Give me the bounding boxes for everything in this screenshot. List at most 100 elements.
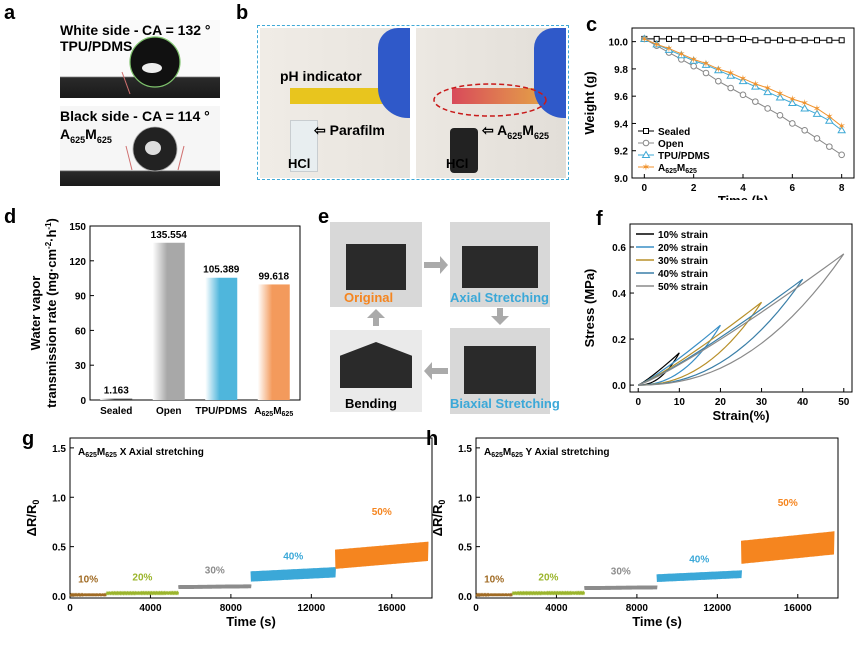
droplet-top xyxy=(129,36,181,88)
c-point-star: ✶ xyxy=(739,74,747,85)
g-axes-frame xyxy=(69,437,433,599)
f-ytick-label: 0.6 xyxy=(612,243,626,254)
c-ytick-label: 9.6 xyxy=(614,92,628,103)
d-ytick-label: 150 xyxy=(69,222,86,233)
f-xtick-label: 40 xyxy=(797,397,809,408)
tpu-pdms-label: TPU/PDMS xyxy=(60,38,133,54)
f-hysteresis-loop xyxy=(637,352,680,386)
droplet-top-svg xyxy=(121,36,181,95)
c-point-star: ✶ xyxy=(677,49,685,60)
panel-label-f: f xyxy=(596,208,603,230)
c-point-star: ✶ xyxy=(726,69,734,80)
f-xtick-label: 20 xyxy=(715,397,727,408)
c-point-circle xyxy=(838,151,845,159)
c-point-triangle xyxy=(750,82,760,90)
h-ylabel: ΔR/R0 xyxy=(430,500,447,537)
ph-photo-left xyxy=(260,28,410,178)
axial-stretching-label: Axial Stretching xyxy=(450,290,549,305)
c-legend-marker xyxy=(642,139,650,147)
c-point-triangle xyxy=(812,109,822,117)
d-ytick-label: 0 xyxy=(80,396,86,407)
c-xtick-label: 4 xyxy=(740,183,746,194)
g-signal-segment xyxy=(335,541,429,569)
c-point-square xyxy=(727,35,734,42)
c-ytick-label: 10.0 xyxy=(609,38,629,49)
c-point-star: ✶ xyxy=(825,112,833,123)
photo-original xyxy=(330,222,422,307)
chart-weight-vs-time: 9.09.29.49.69.810.002468Time (h)Weight (… xyxy=(582,27,855,200)
c-point-star: ✶ xyxy=(640,34,648,45)
c-point-square xyxy=(838,37,845,44)
g-signal-segment xyxy=(250,567,336,582)
f-legend-label: 50% strain xyxy=(658,282,708,293)
g-xlabel: Time (s) xyxy=(226,614,276,629)
d-ytick-label: 120 xyxy=(69,257,86,268)
h-xtick-label: 8000 xyxy=(626,603,649,614)
c-point-triangle xyxy=(824,116,834,124)
c-point-star: ✶ xyxy=(776,89,784,100)
c-point-square xyxy=(703,35,709,42)
contact-angle-photo-top xyxy=(60,20,220,98)
f-hysteresis-loop xyxy=(637,253,845,386)
c-point-triangle xyxy=(738,76,748,85)
photo-bending xyxy=(330,330,422,412)
f-ytick-label: 0.0 xyxy=(612,381,626,392)
c-legend-label: TPU/PDMS xyxy=(658,151,710,162)
c-point-star: ✶ xyxy=(800,99,808,110)
h-signal-segment xyxy=(656,570,742,583)
droplet-bottom-svg xyxy=(125,126,185,172)
d-ytick-label: 90 xyxy=(75,292,87,303)
h-segment-label: 20% xyxy=(538,573,558,584)
h-ytick-label: 0.0 xyxy=(458,592,472,603)
angle-line-bottom-right xyxy=(177,145,185,171)
c-legend-label: A625M625 xyxy=(658,163,697,175)
arrow-left-icon xyxy=(424,362,448,380)
hcl-right-label: HCl xyxy=(446,156,469,171)
ph-indicator-label: pH indicator xyxy=(280,68,362,84)
g-signal-segment xyxy=(178,584,252,590)
f-hysteresis-loop xyxy=(637,301,763,386)
bending-label: Bending xyxy=(345,396,397,411)
c-point-triangle xyxy=(726,71,736,79)
f-legend-label: 10% strain xyxy=(658,230,708,241)
f-xtick-label: 10 xyxy=(674,397,686,408)
c-point-circle xyxy=(776,111,784,119)
c-legend-label: Sealed xyxy=(658,127,690,138)
c-ytick-label: 9.8 xyxy=(614,65,628,76)
c-point-square xyxy=(777,37,783,44)
f-xtick-label: 0 xyxy=(635,397,641,408)
g-signal-segment xyxy=(69,592,107,598)
d-category-label: TPU/PDMS xyxy=(195,406,247,417)
ph-test-frame xyxy=(257,25,569,180)
panel-label-g: g xyxy=(22,428,35,450)
c-legend-label: Open xyxy=(658,139,684,150)
arrow-down-icon xyxy=(491,308,509,325)
f-xtick-label: 50 xyxy=(838,397,850,408)
c-point-circle xyxy=(813,135,821,142)
h-xtick-label: 12000 xyxy=(703,603,731,614)
c-point-triangle xyxy=(763,87,773,96)
g-signal-segment xyxy=(105,590,180,596)
d-bar xyxy=(257,284,290,400)
d-value-label: 1.163 xyxy=(104,386,129,397)
f-xlabel: Strain(%) xyxy=(712,408,769,423)
original-label: Original xyxy=(344,290,394,305)
c-point-triangle xyxy=(800,103,810,112)
angle-line-top xyxy=(121,71,131,95)
c-point-square xyxy=(690,35,697,42)
h-signal-segment xyxy=(475,592,513,598)
g-segment-label: 50% xyxy=(372,507,392,518)
parafilm-label: ⇦ Parafilm xyxy=(314,122,385,138)
panel-label-h: h xyxy=(426,428,439,450)
h-segment-label: 40% xyxy=(689,554,709,565)
f-xtick-label: 30 xyxy=(756,397,768,408)
panel-label-b: b xyxy=(236,2,249,24)
d-category-label: Open xyxy=(156,406,182,417)
c-point-triangle xyxy=(775,93,785,101)
g-xtick-label: 16000 xyxy=(378,603,406,614)
arrow-up-icon xyxy=(367,309,385,326)
f-legend-label: 40% strain xyxy=(658,269,708,280)
g-xtick-label: 0 xyxy=(67,603,73,614)
c-point-star: ✶ xyxy=(751,79,759,90)
